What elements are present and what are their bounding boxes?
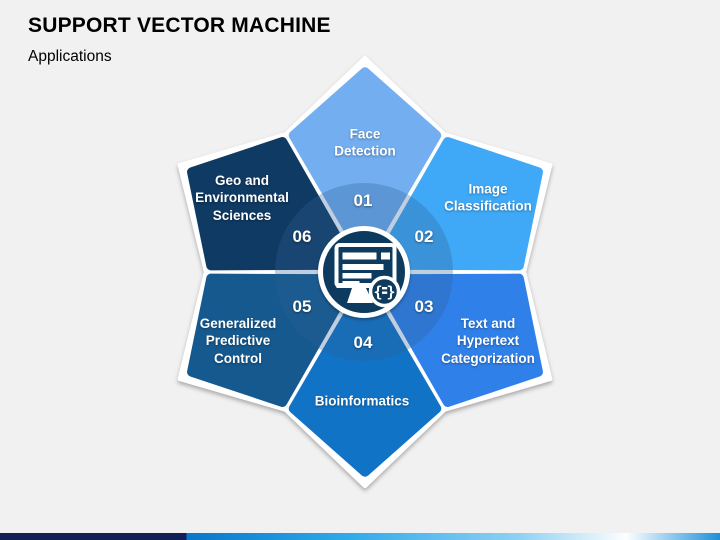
petal-label-line: Environmental	[195, 190, 289, 206]
petal-number-06: 06	[292, 227, 312, 246]
svg-text:{: {	[373, 283, 382, 301]
petal-label-line: Geo and	[214, 173, 269, 189]
petal-image-classification	[372, 137, 543, 271]
petal-generalized-predictive-control	[187, 273, 358, 407]
monitor-base-shape	[336, 283, 395, 288]
petal-label-text-hypertext-categorization: Text and Hypertext Categorization	[413, 315, 563, 367]
petal-number-02: 02	[414, 227, 434, 246]
petal-text-hypertext-categorization	[372, 273, 543, 407]
code-line-shape	[342, 264, 384, 270]
computer-code-monitor-icon: { }	[334, 243, 401, 308]
petal-label-generalized-predictive-control: Generalized Predictive Control	[163, 315, 313, 367]
petal-face-detection	[288, 67, 442, 263]
petal-label-line: Classification	[444, 199, 532, 214]
code-braces-badge-icon: { }	[368, 275, 401, 308]
petal-number-04: 04	[353, 333, 373, 352]
petal-label-line: Control	[214, 350, 262, 366]
petal-label-face-detection: Face Detection	[290, 126, 440, 161]
code-line-shape	[342, 273, 372, 279]
code-line-shape	[342, 281, 360, 285]
petal-label-line: Text and	[460, 316, 516, 332]
petal-geo-environmental-sciences	[187, 137, 358, 271]
window-titlebar-shape	[342, 252, 377, 260]
monitor-stand-shape	[347, 288, 373, 303]
petal-label-geo-environmental-sciences: Geo and Environmental Sciences	[167, 172, 317, 224]
petal-label-line: Face	[349, 126, 381, 142]
petal-label-line: Hypertext	[456, 333, 520, 349]
petal-label-image-classification: Image Classification	[413, 181, 563, 216]
petal-label-line: Detection	[334, 144, 396, 159]
svg-text:}: }	[386, 283, 395, 301]
footer-accent-bar	[0, 533, 720, 540]
petal-label-bioinformatics: Bioinformatics	[287, 392, 437, 409]
petal-label-line: Predictive	[205, 333, 271, 349]
page-subtitle: Applications	[28, 48, 112, 65]
petal-number-03: 03	[414, 297, 434, 316]
petal-bioinformatics	[288, 281, 442, 477]
petal-label-line: Sciences	[212, 207, 272, 223]
petal-label-line: Bioinformatics	[314, 393, 410, 409]
petal-label-line: Categorization	[441, 350, 535, 366]
petal-number-01: 01	[353, 191, 373, 210]
petal-label-line: Generalized	[199, 316, 277, 332]
petal-number-05: 05	[292, 297, 312, 316]
petal-label-line: Image	[468, 181, 508, 197]
window-button-shape	[381, 252, 390, 260]
page-title: SUPPORT VECTOR MACHINE	[28, 14, 331, 37]
